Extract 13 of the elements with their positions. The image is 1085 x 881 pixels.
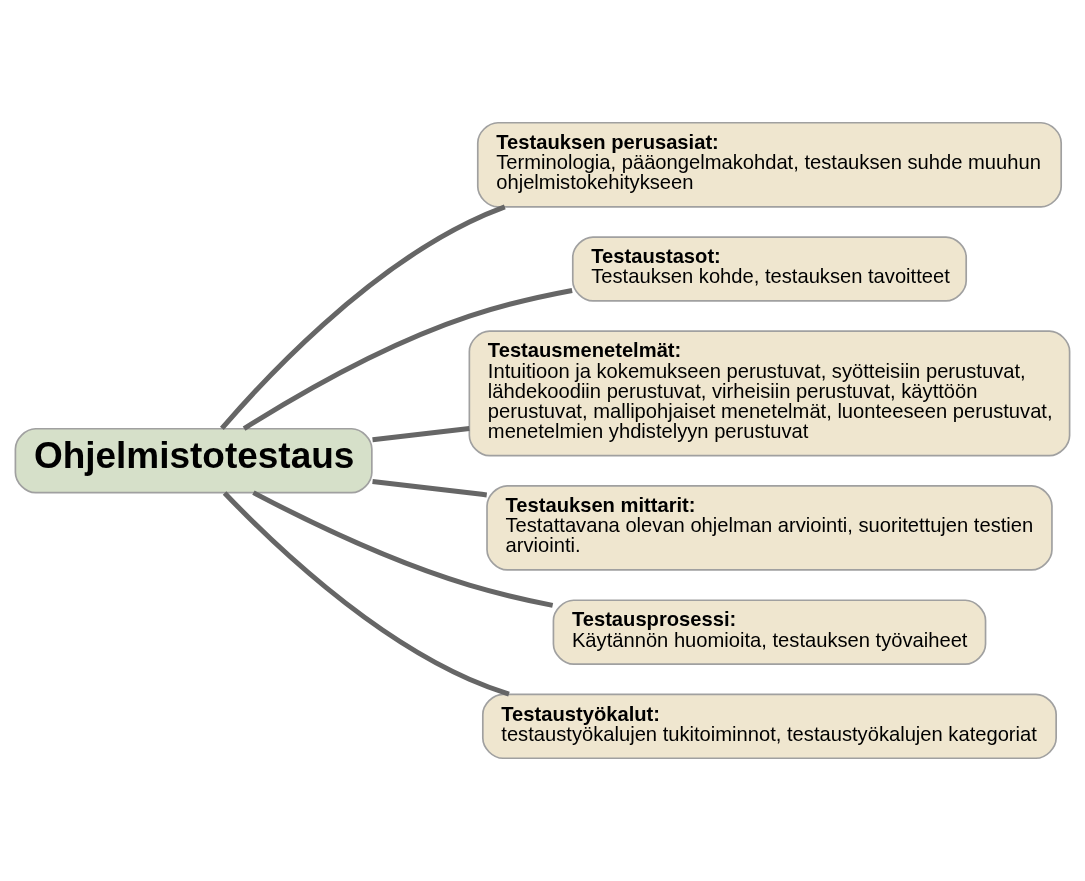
node-box: Testaustyökalut: testaustyökalujen tukitoiminnot, testaustyökalujen kategoriat xyxy=(481,693,1057,760)
connector xyxy=(242,287,573,431)
node-box: Testaustasot: Testauksen kohde, testauksen tavoitteet xyxy=(571,236,968,302)
connector xyxy=(222,491,510,697)
node-box: Testauksen mittarit: Testattavana olevan ohjelman arviointi, suoritettujen testien arviointi. xyxy=(486,485,1053,571)
node-box: Ohjelmistotestaus xyxy=(14,427,373,494)
node-box: Testausprosessi: Käytännön huomioita, testauksen työvaiheet xyxy=(552,599,987,665)
connector xyxy=(372,479,488,498)
node-box: Testauksen perusasiat: Terminologia, pääongelmakohdat, testauksen suhde muuhun ohjelmistokehitykseen xyxy=(476,121,1063,208)
connector xyxy=(252,490,554,608)
node-box: Testausmenetelmät: Intuitioon ja kokemukseen perustuvat, syötteisiin perustuvat, lähdekoodiin perustuvat, virheisiin perustuvat, käyttöön perustuvat, mallipohjaiset menetelmät, luonteeseen perustuvat, menetelmien yhdistelyyn perustuvat xyxy=(468,330,1071,457)
connector xyxy=(220,204,506,431)
connector xyxy=(372,425,470,443)
